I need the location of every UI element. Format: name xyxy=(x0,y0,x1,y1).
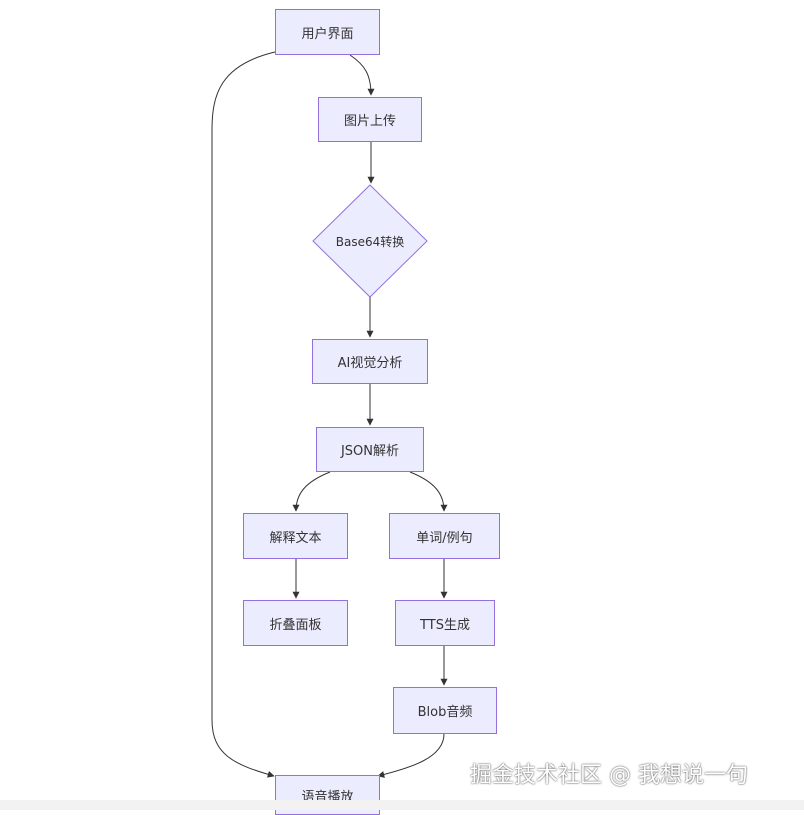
node-words-sentences: 单词/例句 xyxy=(389,513,500,559)
watermark: 掘金技术社区 @ 我想说一句 xyxy=(470,763,748,788)
node-words-sentences-label: 单词/例句 xyxy=(416,530,473,546)
node-ai-vision-label: AI视觉分析 xyxy=(337,356,403,371)
edge-json-explain xyxy=(292,471,331,512)
edge-ui-play xyxy=(211,51,276,778)
node-blob-audio-label: Blob音频 xyxy=(417,705,473,720)
node-ai-vision: AI视觉分析 xyxy=(312,339,428,384)
node-tts-generate-label: TTS生成 xyxy=(420,617,470,633)
bottom-bar xyxy=(0,800,804,810)
edge-json-words xyxy=(409,471,448,512)
node-user-interface-label: 用户界面 xyxy=(301,26,354,42)
edge-ui-upload xyxy=(349,54,375,96)
node-fold-panel-label: 折叠面板 xyxy=(269,617,322,633)
node-json-parse-label: JSON解析 xyxy=(340,444,400,459)
node-blob-audio: Blob音频 xyxy=(393,687,497,734)
node-fold-panel: 折叠面板 xyxy=(243,600,348,646)
node-image-upload-label: 图片上传 xyxy=(343,114,396,129)
node-user-interface: 用户界面 xyxy=(275,9,380,55)
node-explain-text: 解释文本 xyxy=(243,513,348,559)
node-base64-convert: Base64转换 xyxy=(313,226,427,256)
node-tts-generate: TTS生成 xyxy=(395,600,495,646)
node-image-upload: 图片上传 xyxy=(318,97,422,142)
edge-blob-play xyxy=(377,733,445,778)
node-base64-convert-label: Base64转换 xyxy=(335,234,405,249)
node-explain-text-label: 解释文本 xyxy=(269,530,322,546)
node-json-parse: JSON解析 xyxy=(316,427,424,472)
